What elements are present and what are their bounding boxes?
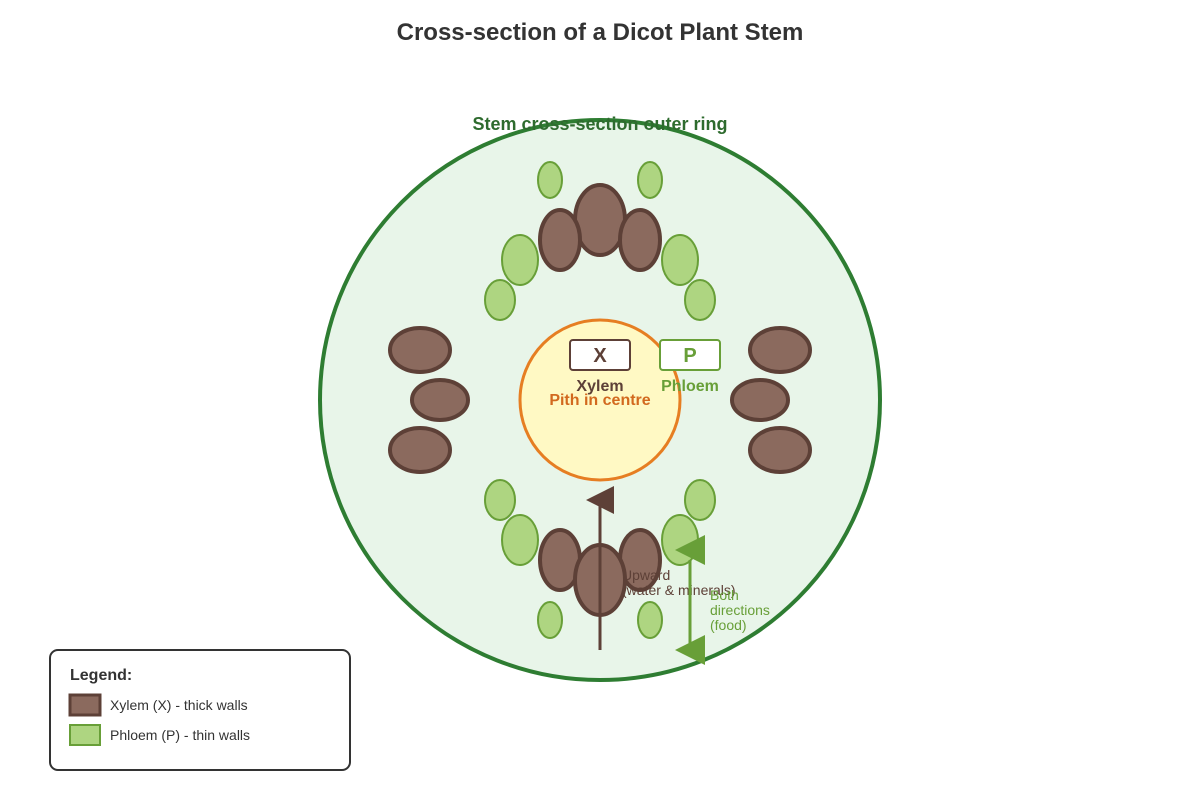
vascular-bundle-left: [388, 326, 470, 474]
xylem-key-box: [569, 339, 631, 371]
pith: [518, 318, 682, 482]
phloem-cell: [501, 234, 539, 286]
phloem-cell: [537, 161, 563, 199]
xylem-cell: [618, 208, 662, 272]
phloem-cell: [637, 601, 663, 639]
vascular-bundle-right: [730, 326, 812, 474]
phloem-arrow-head-up-icon: [675, 535, 705, 565]
xylem-arrow-label-2: (water & minerals): [622, 582, 736, 598]
phloem-key-letter: P: [683, 345, 696, 367]
xylem-cell: [410, 378, 470, 422]
phloem-key: P Phloem: [659, 339, 721, 395]
phloem-cell: [484, 479, 516, 521]
xylem-cell: [388, 326, 452, 374]
phloem-cell: [637, 161, 663, 199]
phloem-arrow-label-3: (food): [710, 617, 747, 633]
legend-phloem-label: Phloem (P) - thin walls: [110, 727, 250, 743]
phloem-arrow-label-1: Both: [710, 587, 739, 603]
outer-ring-label: Stem cross-section outer ring: [472, 114, 727, 134]
xylem-cell: [388, 426, 452, 474]
xylem-cell: [538, 208, 582, 272]
phloem-key-box: [659, 339, 721, 371]
pith-label: Pith in centre: [549, 392, 650, 409]
phloem-cell: [501, 514, 539, 566]
xylem-cell: [748, 326, 812, 374]
phloem-cell: [661, 234, 699, 286]
vascular-bundle-top: [484, 161, 716, 321]
xylem-cell: [573, 183, 627, 257]
phloem-arrow-head-down-icon: [675, 635, 705, 665]
legend-xylem-swatch: [68, 693, 102, 717]
xylem-key: X Xylem: [569, 339, 631, 395]
xylem-key-letter: X: [593, 345, 607, 367]
phloem-arrow-label-2: directions: [710, 602, 770, 618]
phloem-cell: [684, 479, 716, 521]
phloem-cell: [484, 279, 516, 321]
legend-box: [49, 649, 351, 771]
legend-title: Legend:: [70, 667, 132, 684]
xylem-cell: [748, 426, 812, 474]
phloem-flow-arrow: Both directions (food): [675, 535, 770, 665]
xylem-flow-arrow: Upward (water & minerals): [586, 486, 736, 650]
legend-phloem-swatch: [69, 724, 101, 746]
phloem-cell: [537, 601, 563, 639]
xylem-arrow-head-icon: [586, 486, 614, 514]
xylem-cell: [730, 378, 790, 422]
phloem-key-word: Phloem: [661, 378, 719, 395]
xylem-key-word: Xylem: [576, 378, 623, 395]
legend: Legend: Xylem (X) - thick walls Phloem (…: [49, 649, 351, 771]
legend-xylem-label: Xylem (X) - thick walls: [110, 697, 248, 713]
phloem-cell: [684, 279, 716, 321]
xylem-arrow-label-1: Upward: [622, 567, 670, 583]
diagram-title: Cross-section of a Dicot Plant Stem: [397, 19, 804, 46]
